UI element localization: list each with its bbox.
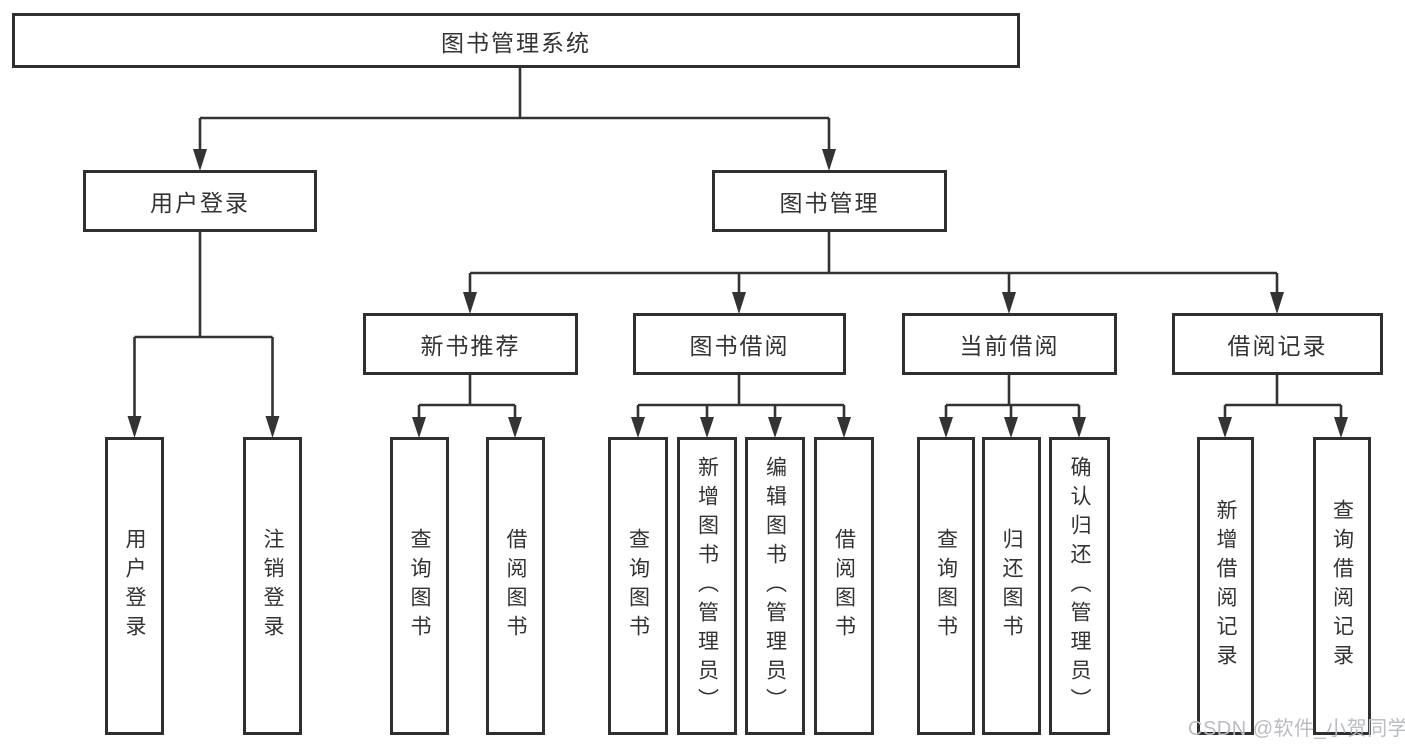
leaf-cb-return-books-label: 归还图书	[1000, 528, 1023, 644]
connector-book-management-to-level3	[468, 231, 1279, 294]
node-current-borrow: 当前借阅	[902, 313, 1117, 375]
node-borrow-records-label: 借阅记录	[1227, 333, 1328, 359]
leaf-br-add-record-label: 新增借阅记录	[1214, 499, 1237, 673]
leaf-cb-return-books: 归还图书	[982, 437, 1041, 735]
leaf-nb-query-books-label: 查询图书	[408, 528, 431, 644]
node-new-book-recommend-label: 新书推荐	[420, 333, 521, 359]
watermark: CSDN @软件_小贺同学	[1188, 718, 1405, 740]
node-book-management-label: 图书管理	[779, 190, 880, 216]
leaf-cb-confirm-return-admin-label: 确认归还（管理员）	[1068, 455, 1091, 717]
node-new-book-recommend: 新书推荐	[363, 313, 578, 375]
leaf-bb-add-books-admin-label: 新增图书（管理员）	[695, 455, 719, 717]
leaf-bb-edit-books-admin: 编辑图书（管理员）	[745, 437, 805, 735]
node-user-login: 用户登录	[83, 170, 317, 232]
node-current-borrow-label: 当前借阅	[959, 333, 1060, 359]
leaf-br-query-record: 查询借阅记录	[1313, 437, 1371, 735]
leaf-nb-borrow-books: 借阅图书	[486, 437, 545, 735]
node-book-borrow: 图书借阅	[633, 313, 846, 375]
leaf-cb-query-books: 查询图书	[917, 437, 975, 735]
node-book-borrow-label: 图书借阅	[689, 333, 790, 359]
leaf-cb-confirm-return-admin: 确认归还（管理员）	[1049, 437, 1110, 735]
leaf-logout-label: 注销登录	[261, 528, 284, 644]
leaf-bb-borrow-books-label: 借阅图书	[832, 528, 856, 644]
connector-root-to-level2	[198, 66, 831, 152]
leaf-bb-edit-books-admin-label: 编辑图书（管理员）	[763, 455, 787, 717]
leaf-nb-borrow-books-label: 借阅图书	[504, 528, 527, 644]
leaf-bb-borrow-books: 借阅图书	[814, 437, 874, 735]
leaf-user-login-label: 用户登录	[123, 528, 146, 644]
node-user-login-label: 用户登录	[150, 190, 250, 216]
leaf-br-add-record: 新增借阅记录	[1197, 437, 1254, 735]
node-borrow-records: 借阅记录	[1172, 313, 1383, 375]
leaf-cb-query-books-label: 查询图书	[934, 528, 958, 644]
node-root-label: 图书管理系统	[441, 29, 591, 56]
connector-user-login-to-leaves	[133, 231, 274, 418]
leaf-bb-query-books-label: 查询图书	[626, 528, 650, 644]
node-root: 图书管理系统	[12, 13, 1020, 68]
connector-book-borrow-to-leaves	[636, 374, 846, 419]
connector-borrow-records-to-leaves	[1223, 374, 1343, 419]
leaf-bb-add-books-admin: 新增图书（管理员）	[677, 437, 737, 735]
connector-current-borrow-to-leaves	[944, 374, 1081, 419]
node-book-management: 图书管理	[712, 170, 947, 232]
leaf-user-login: 用户登录	[105, 437, 164, 735]
connector-new-book-to-leaves	[417, 374, 517, 419]
leaf-bb-query-books: 查询图书	[608, 437, 668, 735]
leaf-logout: 注销登录	[243, 437, 302, 735]
leaf-nb-query-books: 查询图书	[390, 437, 449, 735]
leaf-br-query-record-label: 查询借阅记录	[1330, 499, 1354, 673]
